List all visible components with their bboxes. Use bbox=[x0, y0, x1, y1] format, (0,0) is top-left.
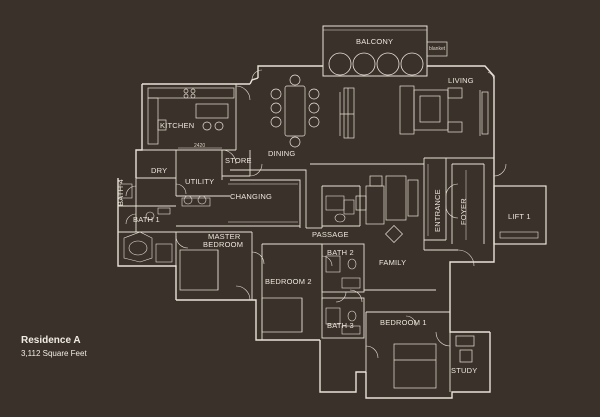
room-label-bath-2: BATH 2 bbox=[327, 248, 354, 257]
bedroom-furniture bbox=[179, 249, 475, 389]
room-label-bath-3: BATH 3 bbox=[327, 321, 354, 330]
room-label-blanket: blanket bbox=[429, 46, 446, 52]
room-label-study: STUDY bbox=[451, 366, 478, 375]
dining-table-set bbox=[270, 74, 355, 148]
room-label-store: STORE bbox=[225, 156, 252, 165]
room-label-utility: UTILITY bbox=[185, 177, 215, 186]
bathroom-fixtures bbox=[119, 183, 361, 335]
room-label-entrance: ENTRANCE bbox=[433, 189, 442, 232]
living-furniture bbox=[399, 85, 489, 136]
room-label-balcony: BALCONY bbox=[356, 37, 394, 46]
room-label-bath-1: BATH 1 bbox=[133, 215, 160, 224]
room-label-bedroom-2: BEDROOM 2 bbox=[265, 277, 312, 286]
closets bbox=[228, 164, 467, 240]
room-label-living: LIVING bbox=[448, 76, 474, 85]
room-label-family: FAMILY bbox=[379, 258, 407, 267]
room-label-master-line1: MASTER bbox=[208, 232, 241, 241]
room-label-kitchen: KITCHEN bbox=[160, 121, 195, 130]
balcony-area bbox=[322, 25, 448, 77]
kitchen-fixtures bbox=[147, 87, 235, 145]
room-label-dining: DINING bbox=[268, 149, 296, 158]
residence-title-block: Residence A 3,112 Square Feet bbox=[21, 335, 87, 358]
room-label-passage: PASSAGE bbox=[312, 230, 349, 239]
room-label-bath-4: BATH 4 bbox=[116, 179, 125, 206]
family-furniture bbox=[355, 175, 419, 243]
dimension-kitchen-width: 2420 bbox=[194, 143, 206, 149]
room-label-foyer: FOYER bbox=[459, 198, 468, 225]
room-label-dry: DRY bbox=[151, 166, 168, 175]
residence-area: 3,112 Square Feet bbox=[21, 349, 87, 358]
door-swings bbox=[125, 69, 507, 359]
residence-name: Residence A bbox=[21, 335, 81, 346]
exterior-walls bbox=[117, 65, 495, 399]
lift-shaft bbox=[493, 185, 547, 245]
room-label-master-line2: BEDROOM bbox=[203, 240, 244, 249]
room-label-changing: CHANGING bbox=[230, 192, 273, 201]
room-label-bedroom-1: BEDROOM 1 bbox=[380, 318, 427, 327]
room-label-lift-1: LIFT 1 bbox=[508, 212, 531, 221]
